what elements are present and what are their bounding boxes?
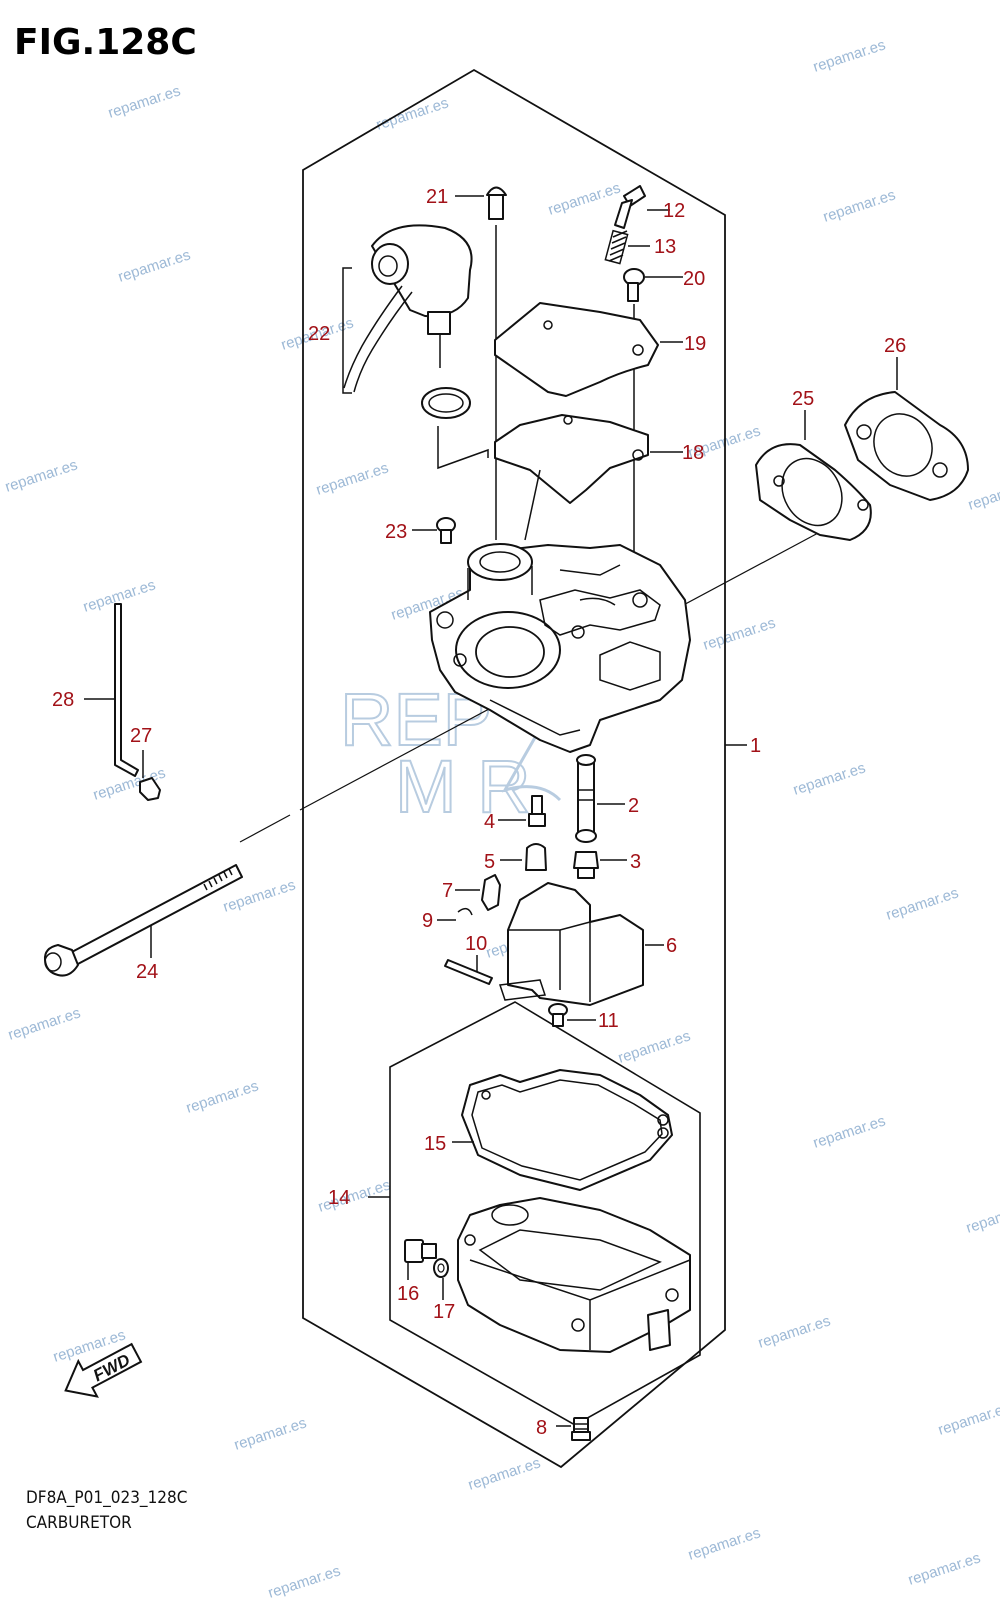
plug-5 <box>525 843 547 871</box>
assembly-outline <box>302 68 726 1469</box>
callout-26: 26 <box>884 335 906 357</box>
float-bowl-assembly-outline <box>389 1001 701 1426</box>
watermark-text: repamar.es <box>791 759 868 798</box>
callout-21: 21 <box>426 186 448 208</box>
watermark-text: repamar.es <box>964 1197 1000 1236</box>
guide-line-22 <box>437 426 489 470</box>
callout-14: 14 <box>328 1187 350 1209</box>
intake-insulator <box>844 391 969 501</box>
watermark-text: repamar.es <box>906 1549 983 1588</box>
watermark-text: repamar.es <box>821 186 898 225</box>
callout-4: 4 <box>484 811 495 833</box>
screw-23 <box>436 517 456 544</box>
watermark-text: repamar.es <box>686 1524 763 1563</box>
watermark-text: repamar.es <box>266 1562 343 1600</box>
watermark-logo: REP M R <box>339 677 562 829</box>
callout-6: 6 <box>666 935 677 957</box>
main-nozzle <box>575 754 597 843</box>
pilot-jet <box>528 795 546 827</box>
watermark-text: repamar.es <box>374 94 451 133</box>
callout-22: 22 <box>308 323 330 345</box>
callout-1: 1 <box>750 735 761 757</box>
watermark-text: repamar.es <box>232 1414 309 1453</box>
watermark-text: repamar.es <box>884 884 961 923</box>
watermark-text: repamar.es <box>811 1112 888 1151</box>
callout-3: 3 <box>630 851 641 873</box>
watermark-text: repamar.es <box>184 1077 261 1116</box>
callout-24: 24 <box>136 961 158 983</box>
float-bowl-gasket <box>461 1069 673 1191</box>
float-bowl <box>457 1197 691 1353</box>
callout-5: 5 <box>484 851 495 873</box>
callout-11: 11 <box>598 1010 619 1032</box>
callout-12: 12 <box>663 200 685 222</box>
watermark-text: repamar.es <box>314 459 391 498</box>
choke-rod <box>114 603 139 777</box>
watermark-text: repamar.es <box>811 36 888 75</box>
watermark-text: repamar.es <box>756 1312 833 1351</box>
callout-7: 7 <box>442 880 453 902</box>
needle-clip <box>457 907 473 916</box>
screw-8 <box>571 1417 591 1441</box>
needle-valve <box>481 874 501 911</box>
watermark-text: repamar.es <box>3 456 80 495</box>
callout-18: 18 <box>682 442 704 464</box>
callout-labels: 1234567891011121314151617181920212223242… <box>52 186 906 1439</box>
watermark-logo-text-bottom: M R <box>395 745 531 828</box>
watermark-text: repamar.es <box>701 614 778 653</box>
intake-gasket <box>755 443 872 541</box>
callout-17: 17 <box>433 1301 455 1323</box>
long-bolt <box>43 864 243 977</box>
carburetor-body <box>429 543 691 753</box>
callout-9: 9 <box>422 910 433 932</box>
callout-13: 13 <box>654 236 676 258</box>
screw-12 <box>614 185 646 229</box>
cover-plate <box>494 302 659 397</box>
solenoid-valve <box>343 224 473 419</box>
float-pin <box>444 959 493 985</box>
callout-20: 20 <box>683 268 705 290</box>
callout-10: 10 <box>465 933 487 955</box>
diaphragm <box>494 414 649 504</box>
watermark-text: repamar.es <box>936 1399 1000 1438</box>
watermark-text: repamar.es <box>966 474 1000 513</box>
leader-22-bracket <box>342 267 352 394</box>
callout-2: 2 <box>628 795 639 817</box>
screw-20 <box>623 268 645 302</box>
callout-25: 25 <box>792 388 814 410</box>
figure-title: FIG.128C <box>14 22 197 63</box>
float <box>498 882 644 1006</box>
callout-15: 15 <box>424 1133 446 1155</box>
callout-23: 23 <box>385 521 407 543</box>
guide-line-18 <box>524 469 541 541</box>
watermark-text: repamar.es <box>116 246 193 285</box>
callout-19: 19 <box>684 333 706 355</box>
watermark-text: repamar.es <box>6 1004 83 1043</box>
figure-name: CARBURETOR <box>26 1513 132 1533</box>
bolt-axis-line-outer <box>239 814 291 843</box>
callout-28: 28 <box>52 689 74 711</box>
watermark-text: repamar.es <box>546 179 623 218</box>
callout-27: 27 <box>130 725 152 747</box>
watermark-text: repamar.es <box>616 1027 693 1066</box>
spring-13 <box>604 229 629 265</box>
main-jet <box>573 851 599 879</box>
rod-clip <box>139 777 161 801</box>
callout-16: 16 <box>397 1283 419 1305</box>
watermark-text: repamar.es <box>106 82 183 121</box>
figure-code: DF8A_P01_023_128C <box>26 1488 188 1508</box>
screw-11 <box>548 1003 568 1027</box>
drain-screw <box>404 1239 437 1263</box>
screw-21 <box>486 186 507 220</box>
watermark-text: repamar.es <box>466 1454 543 1493</box>
callout-8: 8 <box>536 1417 547 1439</box>
